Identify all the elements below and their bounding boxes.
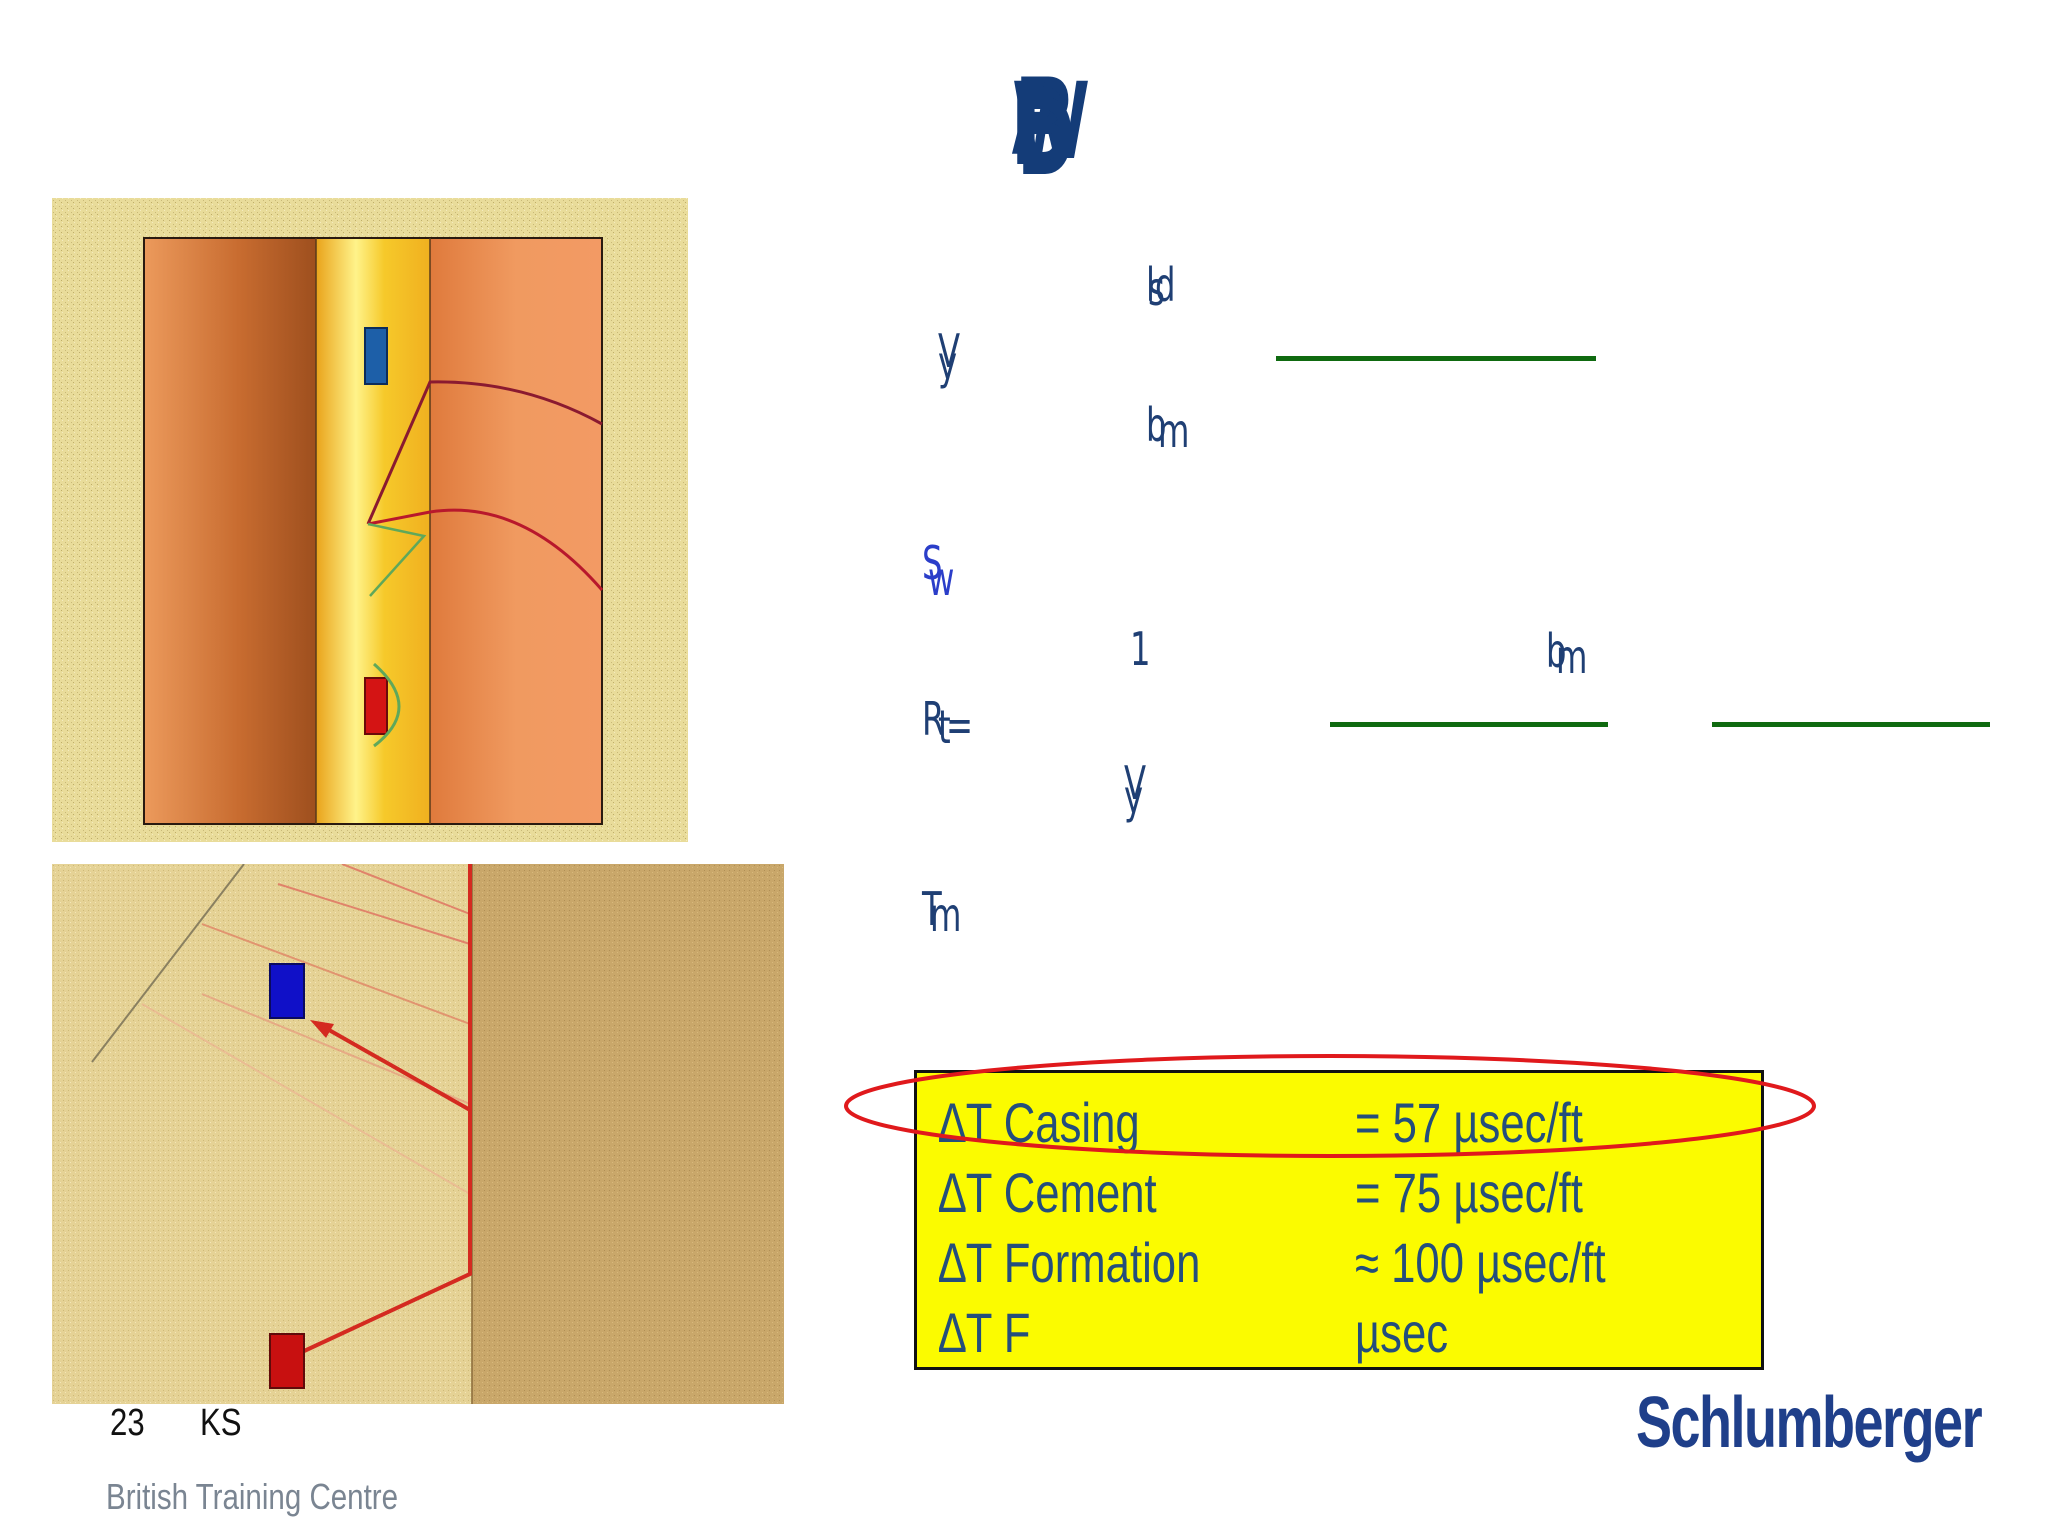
text-fragment: R	[922, 692, 945, 746]
text-fragment: m	[1556, 630, 1588, 684]
raypath-diagram	[52, 864, 784, 1404]
underline	[1276, 356, 1596, 361]
delta-t-value: = 57 µsec/ft	[1355, 1091, 1583, 1154]
text-fragment: w	[928, 552, 955, 606]
borehole-diagram	[52, 198, 688, 842]
title-glyph: W	[1014, 57, 1089, 182]
title-glyph: R	[1016, 53, 1073, 178]
receiver-icon	[364, 327, 388, 385]
title-glyph: D	[1018, 73, 1075, 198]
delta-t-value: = 75 µsec/ft	[1355, 1161, 1583, 1224]
formation-right	[430, 238, 602, 824]
delta-t-value: ≈ 100 µsec/ft	[1355, 1231, 1606, 1294]
delta-t-label: ∆T F	[939, 1301, 1031, 1364]
text-fragment: m	[1158, 404, 1190, 458]
refracted-wave-path	[366, 380, 603, 525]
text-fragment: T	[922, 882, 942, 936]
org-name: British Training Centre	[106, 1476, 399, 1517]
reflected-wave-path	[367, 508, 604, 591]
text-fragment: V	[1124, 756, 1147, 810]
text-fragment: ld	[1146, 258, 1176, 312]
text-fragment: b	[1546, 624, 1567, 678]
text-fragment: y	[1124, 770, 1144, 824]
source-wavefront	[373, 662, 401, 748]
text-fragment: s	[1148, 262, 1165, 316]
slide-title: A R W B D	[1010, 60, 1130, 200]
highlight-ellipse	[844, 1054, 1816, 1158]
author-initials: KS	[200, 1402, 242, 1444]
borehole	[316, 238, 430, 824]
text-fragment: m	[930, 888, 962, 942]
text-fragment: S	[922, 536, 943, 590]
delta-t-label: ∆T Cement	[939, 1161, 1157, 1224]
transmitter-icon	[364, 677, 388, 735]
page-number: 23	[110, 1402, 145, 1444]
title-glyph: A	[1010, 53, 1067, 178]
delta-t-label: ∆T Formation	[939, 1231, 1201, 1294]
text-fragment: =	[946, 698, 974, 752]
transmitter-icon	[269, 1333, 305, 1389]
text-fragment: V	[938, 324, 961, 378]
delta-t-value: µsec	[1355, 1301, 1449, 1364]
receiver-icon	[269, 963, 305, 1019]
title-glyph: B	[1012, 63, 1069, 188]
delta-t-table: ∆T Casing = 57 µsec/ft ∆T Cement = 75 µs…	[914, 1070, 1764, 1370]
formation-left	[144, 238, 316, 824]
text-fragment: t	[938, 700, 951, 754]
text-fragment: y	[938, 336, 958, 390]
casing-wave-path	[367, 522, 427, 597]
schlumberger-logo: Schlumberger	[1636, 1383, 1983, 1463]
text-fragment: b	[1146, 398, 1167, 452]
underline	[1330, 722, 1608, 727]
underline	[1712, 722, 1990, 727]
text-fragment: 1	[1130, 622, 1151, 676]
